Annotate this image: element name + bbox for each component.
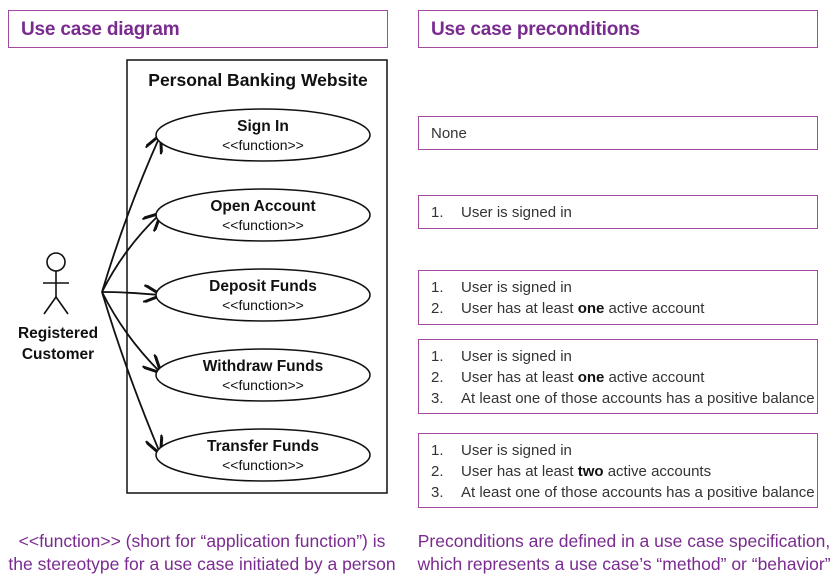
use-case-stereotype: <<function>>: [222, 137, 304, 153]
use-case-stereotype: <<function>>: [222, 457, 304, 473]
precondition-line: 1.User is signed in: [431, 442, 572, 459]
use-case-name: Transfer Funds: [207, 438, 319, 455]
use-case-withdraw-funds: Withdraw Funds <<function>>: [155, 348, 371, 402]
precondition-line: 1.User is signed in: [431, 204, 572, 221]
right-caption-line2: which represents a use case’s “method” o…: [417, 554, 831, 574]
association-sign-in: [101, 136, 160, 293]
association-withdraw-funds: [101, 291, 160, 372]
precondition-line: 2.User has at least two active accounts: [431, 463, 712, 480]
left-caption: <<function>> (short for “application fun…: [2, 530, 402, 576]
use-case-sign-in: Sign In <<function>>: [155, 108, 371, 162]
right-header-title: Use case preconditions: [431, 19, 640, 40]
use-case-stereotype: <<function>>: [222, 377, 304, 393]
associations: [101, 136, 160, 453]
precondition-box-withdraw-funds: 1.User is signed in 2.User has at least …: [418, 339, 818, 414]
system-title: Personal Banking Website: [148, 70, 368, 90]
use-case-name: Sign In: [237, 118, 289, 135]
precondition-line: 2.User has at least one active account: [431, 369, 705, 386]
item-number: 2.: [431, 300, 444, 317]
precondition-box-sign-in: None: [418, 116, 818, 150]
actor-icon: [43, 252, 69, 315]
association-open-account: [101, 214, 160, 293]
item-number: 1.: [431, 348, 444, 365]
left-header-title: Use case diagram: [21, 19, 180, 40]
left-caption-line2: the stereotype for a use case initiated …: [8, 554, 396, 574]
precondition-line: 2.User has at least one active account: [431, 300, 705, 317]
item-number: 1.: [431, 204, 444, 221]
left-caption-line1: <<function>> (short for “application fun…: [18, 531, 386, 551]
precondition-box-open-account: 1.User is signed in: [418, 195, 818, 229]
use-case-name: Deposit Funds: [209, 278, 317, 295]
precondition-line: 3.At least one of those accounts has a p…: [431, 484, 815, 501]
precondition-line: 1.User is signed in: [431, 348, 572, 365]
left-header: Use case diagram: [8, 10, 388, 48]
right-caption: Preconditions are defined in a use case …: [416, 530, 832, 576]
item-number: 1.: [431, 279, 444, 296]
use-case-open-account: Open Account <<function>>: [155, 188, 371, 242]
item-number: 3.: [431, 390, 444, 407]
emphasis: one: [577, 369, 605, 386]
emphasis: one: [577, 300, 605, 317]
association-transfer-funds: [101, 291, 160, 453]
precondition-text: None: [431, 125, 467, 142]
actor-label-line1: Registered: [18, 325, 98, 342]
item-number: 1.: [431, 442, 444, 459]
emphasis: two: [577, 463, 604, 480]
use-case-transfer-funds: Transfer Funds <<function>>: [155, 428, 371, 482]
item-number: 3.: [431, 484, 444, 501]
association-deposit-funds: [101, 292, 160, 295]
item-number: 2.: [431, 463, 444, 480]
use-case-name: Open Account: [210, 198, 315, 215]
precondition-box-transfer-funds: 1.User is signed in 2.User has at least …: [418, 433, 818, 508]
right-caption-line1: Preconditions are defined in a use case …: [417, 531, 831, 551]
precondition-line: 1.User is signed in: [431, 279, 572, 296]
right-header: Use case preconditions: [418, 10, 818, 48]
use-case-stereotype: <<function>>: [222, 297, 304, 313]
actor-label-line2: Customer: [22, 346, 94, 363]
precondition-box-deposit-funds: 1.User is signed in 2.User has at least …: [418, 270, 818, 325]
precondition-line: 3.At least one of those accounts has a p…: [431, 390, 815, 407]
use-case-deposit-funds: Deposit Funds <<function>>: [155, 268, 371, 322]
item-number: 2.: [431, 369, 444, 386]
use-case-name: Withdraw Funds: [203, 358, 323, 375]
use-case-stereotype: <<function>>: [222, 217, 304, 233]
